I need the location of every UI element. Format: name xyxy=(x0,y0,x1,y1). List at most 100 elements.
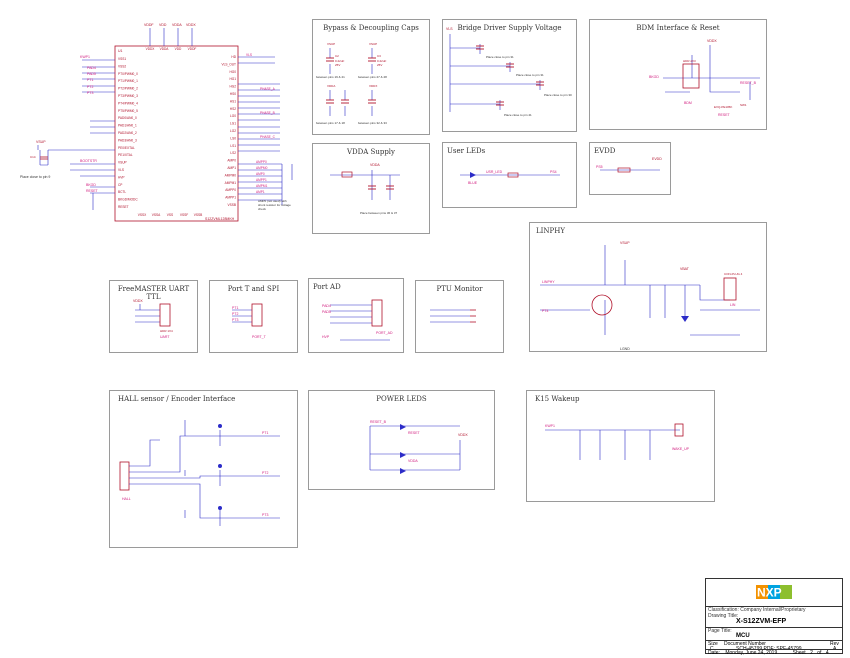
mcu-pin-right: LS1 xyxy=(230,144,236,148)
mcu-pin-left: VLS xyxy=(118,168,124,172)
mcu-right-note: AMP0 (not used) with xyxy=(258,199,287,203)
mcu-left-nets xyxy=(39,59,115,210)
svg-text:PT3: PT3 xyxy=(232,318,238,322)
page-title-label: Page Title: xyxy=(708,628,732,634)
svg-text:VSUP: VSUP xyxy=(36,140,46,144)
svg-text:VBAT: VBAT xyxy=(680,267,690,271)
svg-text:VDDX: VDDX xyxy=(458,433,468,437)
svg-text:CON-PLUG 4: CON-PLUG 4 xyxy=(724,272,743,276)
page-title: MCU xyxy=(736,633,750,639)
mcu-right-pins: HDVLS_OUTHG0HG1HG2HS0HS1HS2LG0LG1LG2LS0L… xyxy=(221,55,236,207)
svg-text:VLS: VLS xyxy=(246,53,252,57)
linphy-circuit: LINPHY PT4 VSUP LGND LIN CON-PLUG 4 VBAT xyxy=(540,241,760,351)
svg-text:PS5: PS5 xyxy=(596,165,603,169)
svg-text:PT1: PT1 xyxy=(87,78,93,82)
mcu-pin-top: VDDF xyxy=(188,47,197,51)
mcu-pin-right: VSSB xyxy=(227,203,236,207)
mcu-pin-right: LS0 xyxy=(230,136,236,140)
svg-text:VDDA: VDDA xyxy=(172,23,182,27)
mcu-pin-left: PAD3/AN0_3 xyxy=(118,138,137,142)
svg-text:between pins 27 & 28: between pins 27 & 28 xyxy=(358,75,387,79)
mcu-pin-top: VDDA xyxy=(160,47,170,51)
box-portt: Port T and SPI xyxy=(209,280,298,353)
mcu-left-pins: VSS1VSS2PT0/PWM0_0PT1/PWM0_1PT2/PWM0_2PT… xyxy=(118,57,138,209)
svg-text:KWP1: KWP1 xyxy=(545,424,555,428)
mcu-pin-right: AMP1 xyxy=(227,166,236,170)
svg-text:LINPHY: LINPHY xyxy=(542,280,555,284)
svg-text:PT2: PT2 xyxy=(232,312,238,316)
svg-text:PAD5: PAD5 xyxy=(87,72,96,76)
svg-text:BKGD: BKGD xyxy=(649,75,659,79)
svg-text:PAD5: PAD5 xyxy=(322,310,331,314)
mcu-pin-left: CP xyxy=(118,183,122,187)
mcu-pin-left: PT3/PWM0_3 xyxy=(118,94,138,98)
section-title-userleds: User LEDs xyxy=(447,147,486,155)
svg-text:Place close to pin 41: Place close to pin 41 xyxy=(504,113,532,117)
mcu-top-nets xyxy=(149,28,193,46)
mcu-pin-left: PAD1/AN0_1 xyxy=(118,124,137,128)
svg-text:Place close to pin 30: Place close to pin 30 xyxy=(544,93,572,97)
section-title-ptu: PTU Monitor xyxy=(436,285,483,293)
port-t-connector-label: PORT_T xyxy=(252,335,267,339)
section-title-hall: HALL sensor / Encoder Interface xyxy=(118,395,236,403)
net-label-bootstr: BOOTSTR xyxy=(80,159,97,163)
svg-text:Place close to pin 31: Place close to pin 31 xyxy=(516,73,544,77)
mcu-pin-left: HVP xyxy=(118,175,125,179)
mcu-pin-right: LG1 xyxy=(230,122,236,126)
uart-connector-label: UART xyxy=(160,335,170,339)
section-title-evdd: EVDD xyxy=(594,147,616,155)
rev-label: Rev xyxy=(830,641,839,647)
user-leds: BLUE USR_LED PS4 xyxy=(460,170,560,185)
mcu-pin-top: VDDX xyxy=(146,47,156,51)
mcu-pin-left: PT0/PWM0_0 xyxy=(118,72,138,76)
mcu-pin-top: VDD xyxy=(175,47,182,51)
svg-text:PT1: PT1 xyxy=(262,431,268,435)
k15-wakeup-circuit: KWP1 WAKE_UP xyxy=(545,423,690,460)
section-title-bypass: Bypass & Decoupling Caps xyxy=(323,24,419,32)
mcu-pin-left: PE0/EXTAL xyxy=(118,146,135,150)
vdda-supply: VDDA Place between pins 36 & 37 xyxy=(330,163,400,215)
mcu-pin-right: HG0 xyxy=(229,70,236,74)
mcu-top-pins: VDDX VDDA VDD VDDF xyxy=(146,47,197,51)
section-title-linphy: LINPHY xyxy=(536,227,565,235)
svg-text:0.22uF: 0.22uF xyxy=(377,59,387,63)
svg-text:EVQ-PE105K: EVQ-PE105K xyxy=(714,105,732,109)
svg-text:VDDX: VDDX xyxy=(186,23,196,27)
title-block: NXP Classification: Company Internal/Pro… xyxy=(705,578,843,656)
mcu-pin-left: PT2/PWM0_2 xyxy=(118,87,138,91)
box-hall: HALL sensor / Encoder Interface xyxy=(109,390,298,548)
svg-text:PS4: PS4 xyxy=(550,170,557,174)
svg-text:VSUP: VSUP xyxy=(327,42,335,46)
mcu-pin-right: HS0 xyxy=(230,92,236,96)
svg-text:VDDA: VDDA xyxy=(327,84,335,88)
mcu-pin-right: AMPM0 xyxy=(225,173,237,177)
box-ptu: PTU Monitor xyxy=(415,280,504,353)
svg-text:Place close to pin 31: Place close to pin 31 xyxy=(486,55,514,59)
mcu-pin-right: AMP0 xyxy=(227,159,236,163)
svg-text:PHASE_B: PHASE_B xyxy=(260,111,275,115)
mcu-pin-left: BKGD/MODC xyxy=(118,198,138,202)
box-k15: K15 Wakeup xyxy=(526,390,715,502)
svg-text:LGND: LGND xyxy=(620,347,630,351)
mcu-pin-right: AMPP1 xyxy=(225,196,236,200)
svg-text:HVP: HVP xyxy=(322,335,330,339)
drawing-title: X-S12ZVM-EFP xyxy=(736,618,787,625)
power-led-vdda-label: VDDA xyxy=(408,459,418,463)
mcu-pin-left: PAD0/AN0_0 xyxy=(118,116,137,120)
bridge-supply: Place close to pin 31 Place close to pin… xyxy=(446,27,572,117)
svg-text:check: check xyxy=(258,207,266,211)
mcu-pin-right: AMPM1 xyxy=(225,181,237,185)
mcu-ref: U1 xyxy=(118,49,123,53)
svg-text:PHASE_A: PHASE_A xyxy=(260,87,276,91)
svg-text:between pins 19 & 21: between pins 19 & 21 xyxy=(316,75,345,79)
svg-text:AMP0: AMP0 xyxy=(256,172,265,176)
svg-text:VDDF: VDDF xyxy=(144,23,154,27)
mcu-pin-left: RESET xyxy=(118,205,129,209)
svg-text:RESET_B: RESET_B xyxy=(370,420,387,424)
svg-text:SW1: SW1 xyxy=(740,103,747,107)
